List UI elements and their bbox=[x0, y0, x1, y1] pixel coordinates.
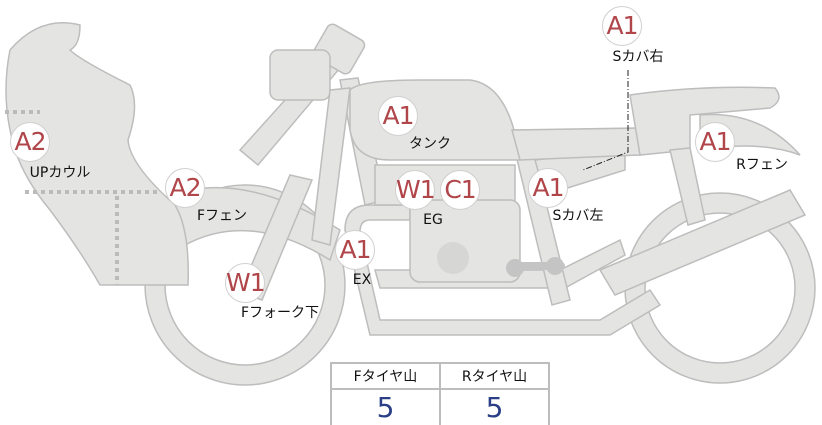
damage-marker[interactable]: A1 bbox=[528, 168, 568, 208]
rear-tire-header: Rタイヤ山 bbox=[439, 362, 550, 390]
damage-marker[interactable]: A1 bbox=[335, 230, 375, 270]
exhaust bbox=[344, 204, 662, 336]
rear-tire-value: 5 bbox=[439, 388, 550, 425]
damage-marker[interactable]: A2 bbox=[165, 168, 205, 208]
leader-line bbox=[582, 70, 629, 171]
tire-tread-table: Fタイヤ山 Rタイヤ山 5 5 bbox=[330, 362, 550, 425]
part-label: Fフォーク下 bbox=[240, 305, 320, 321]
part-label: Sカバ左 bbox=[552, 208, 604, 224]
seat-rear bbox=[629, 86, 780, 156]
damage-marker[interactable]: C1 bbox=[440, 170, 480, 210]
damage-marker[interactable]: W1 bbox=[225, 263, 266, 303]
damage-marker[interactable]: W1 bbox=[395, 170, 436, 210]
damage-marker[interactable]: A1 bbox=[378, 96, 418, 136]
front-tire-header: Fタイヤ山 bbox=[330, 362, 441, 390]
part-label: Sカバ右 bbox=[612, 49, 664, 65]
part-label: UPカウル bbox=[29, 165, 91, 181]
part-label: タンク bbox=[409, 136, 451, 152]
part-label: EG bbox=[423, 212, 443, 228]
damage-marker[interactable]: A1 bbox=[602, 6, 642, 46]
part-label: Rフェン bbox=[736, 157, 788, 173]
part-label: Fフェン bbox=[196, 208, 248, 224]
front-tire-value: 5 bbox=[330, 388, 441, 425]
part-label: EX bbox=[352, 272, 372, 288]
upper-cowl bbox=[5, 22, 189, 286]
damage-marker[interactable]: A2 bbox=[10, 122, 50, 162]
damage-marker[interactable]: A1 bbox=[695, 122, 735, 162]
